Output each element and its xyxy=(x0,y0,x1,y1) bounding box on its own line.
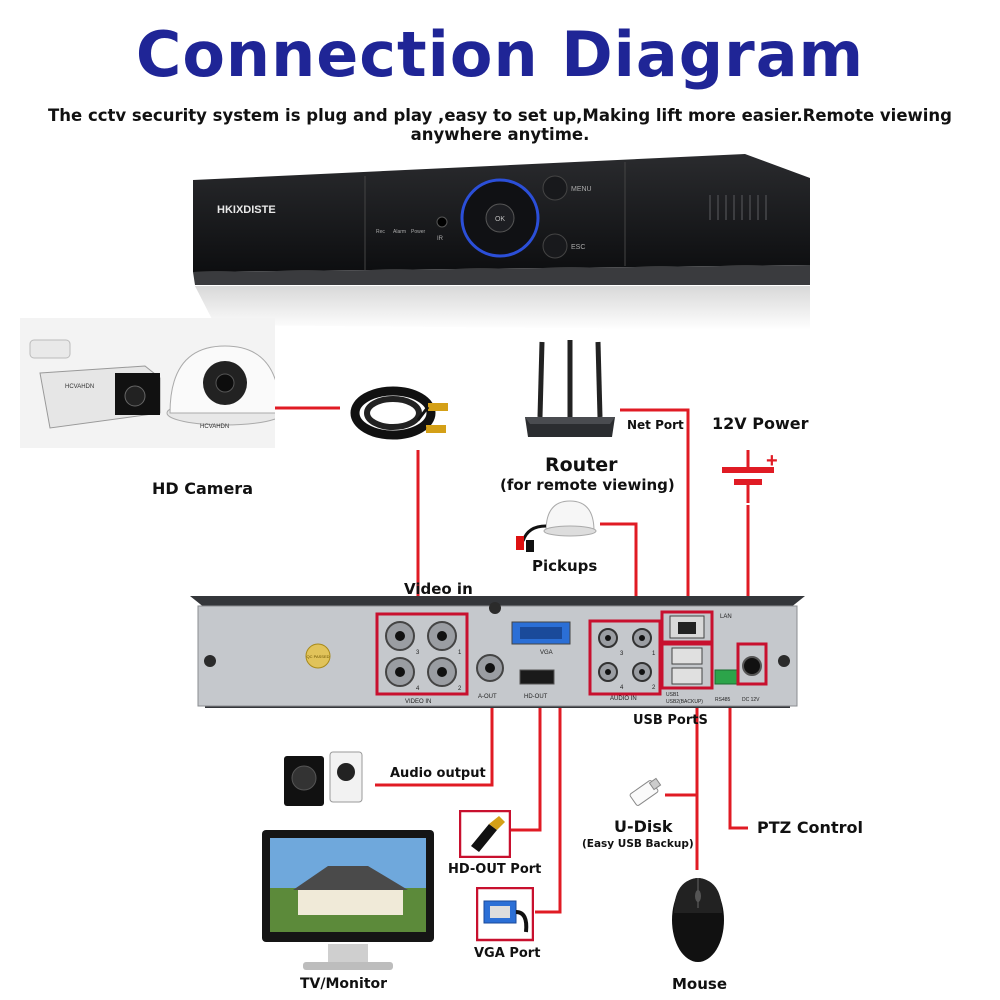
hdmi-cable-icon xyxy=(459,810,511,858)
page-subtitle: The cctv security system is plug and pla… xyxy=(48,106,952,144)
wire-pickups xyxy=(600,522,638,615)
brand-label: HKIXDISTE xyxy=(217,204,276,216)
svg-text:1: 1 xyxy=(458,650,462,656)
rs485-text: RS485 xyxy=(715,697,731,703)
wire-vga xyxy=(535,648,562,914)
bnc-cable-icon xyxy=(350,386,448,440)
tv-monitor-label: TV/Monitor xyxy=(300,976,388,992)
usb-port-2 xyxy=(671,667,703,685)
svg-text:4: 4 xyxy=(620,685,624,691)
plus-sign: + xyxy=(766,450,778,472)
camera-mount xyxy=(29,339,71,359)
router-label: Router xyxy=(545,454,618,476)
video-in-port-text: VIDEO IN xyxy=(405,699,431,705)
usb-box xyxy=(660,642,714,690)
page-title: Connection Diagram xyxy=(135,18,865,91)
router-sublabel: (for remote viewing) xyxy=(500,476,675,494)
audio-in-ports xyxy=(598,628,652,682)
menu-label: MENU xyxy=(571,186,592,193)
wire-hdout xyxy=(510,695,542,832)
rs485-terminal xyxy=(714,669,740,685)
svg-text:QC PASSED: QC PASSED xyxy=(306,654,329,659)
dc-box xyxy=(736,642,768,686)
tv-monitor-icon xyxy=(262,830,434,970)
router-icon xyxy=(525,340,615,437)
video-in-ports xyxy=(385,621,457,687)
pickup-microphone-icon xyxy=(516,500,597,552)
audio-in-box xyxy=(588,619,662,696)
wire-net-port xyxy=(620,408,690,615)
esc-label: ESC xyxy=(571,244,585,251)
dvr-front: OK MENU ESC HKIXDISTE IR Rec Alarm Power xyxy=(193,154,810,330)
back-panel-plate xyxy=(197,605,798,707)
audio-in-text: AUDIO IN xyxy=(610,696,637,702)
led-label-alarm: Alarm xyxy=(393,229,406,235)
screw-left xyxy=(204,655,216,667)
svg-text:2: 2 xyxy=(458,686,462,692)
svg-text:4: 4 xyxy=(416,686,420,692)
dvr-front-base xyxy=(193,265,810,285)
udisk-label: U-Disk xyxy=(614,817,673,836)
menu-button[interactable] xyxy=(542,175,568,201)
hdout-port xyxy=(519,669,555,685)
vga-port-label: VGA Port xyxy=(474,946,541,961)
usb1-text: USB1 xyxy=(666,692,679,698)
mouse-label: Mouse xyxy=(672,975,728,993)
vent-slots xyxy=(709,195,767,220)
aout-text: A-OUT xyxy=(478,694,497,700)
usb-port-1 xyxy=(671,647,703,665)
ir-sensor xyxy=(436,216,448,228)
usb2-text: USB2(BACKUP) xyxy=(666,699,703,705)
wire-ptz xyxy=(728,690,748,830)
video-in-box xyxy=(375,612,469,696)
usb-ports-label: USB PortS xyxy=(633,713,708,728)
svg-text:1: 1 xyxy=(652,651,656,657)
audio-output-label: Audio output xyxy=(390,766,486,781)
dc-port xyxy=(742,656,762,676)
speaker-icon xyxy=(284,751,363,806)
ir-label: IR xyxy=(437,236,444,242)
led-label-power: Power xyxy=(411,229,426,235)
lan-text: LAN xyxy=(720,614,732,620)
pickups-label: Pickups xyxy=(532,557,598,575)
screw-right xyxy=(778,655,790,667)
svg-text:2: 2 xyxy=(652,685,656,691)
vga-text: VGA xyxy=(540,650,553,656)
svg-text:3: 3 xyxy=(416,650,420,656)
led-label-rec: Rec xyxy=(376,229,385,235)
bullet-camera-brand: HCVAHDN xyxy=(65,384,94,390)
power-label: 12V Power xyxy=(712,414,809,433)
mouse-icon xyxy=(672,878,724,962)
usb-drive-icon xyxy=(629,777,662,806)
ptz-control-label: PTZ Control xyxy=(757,818,863,837)
dvr-reflection xyxy=(195,286,810,330)
video-in-label: Video in xyxy=(404,580,473,598)
ok-label: OK xyxy=(495,216,505,223)
dome-camera-brand: HCVAHDN xyxy=(200,424,229,430)
camera-image: HCVAHDN HCVAHDN xyxy=(20,318,275,448)
esc-button[interactable] xyxy=(542,233,568,259)
qc-seal xyxy=(305,643,331,669)
hdout-port-label: HD-OUT Port xyxy=(448,862,542,877)
dc-text: DC 12V xyxy=(742,697,760,703)
svg-text:3: 3 xyxy=(620,651,624,657)
wire-audio-output xyxy=(375,690,494,787)
hd-camera-label: HD Camera xyxy=(152,479,253,498)
screw-top xyxy=(489,602,501,614)
net-port-label: Net Port xyxy=(627,418,684,432)
udisk-sublabel: (Easy USB Backup) xyxy=(582,838,694,850)
hdout-text: HD-OUT xyxy=(524,694,548,700)
lan-box xyxy=(660,610,714,644)
dvr-back-panel: QC PASSED 3 1 4 2 VIDEO IN A-OUT VGA HD-… xyxy=(190,596,805,708)
vga-cable-icon xyxy=(476,887,534,942)
ok-button[interactable] xyxy=(485,203,515,233)
battery-icon: + xyxy=(722,450,778,503)
